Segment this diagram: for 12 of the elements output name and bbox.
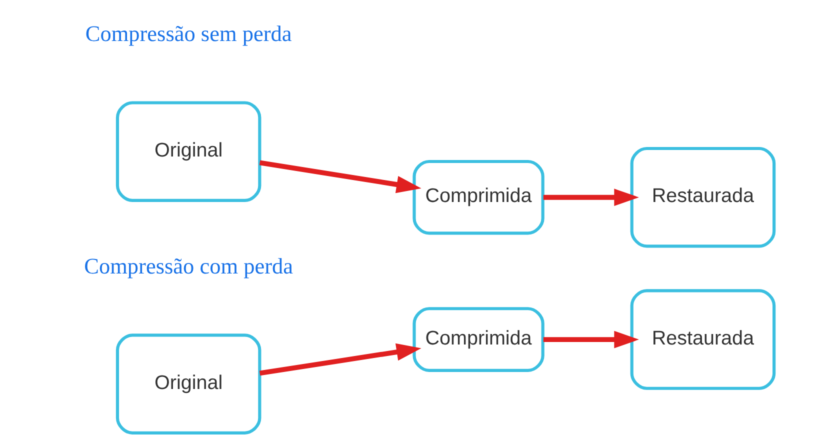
- node-box: Comprimida: [412, 160, 544, 235]
- arrow: [258, 343, 421, 376]
- node-box: Original: [115, 101, 261, 202]
- arrow: [542, 330, 638, 348]
- arrow: [542, 188, 638, 206]
- node-box: Restaurada: [630, 289, 776, 390]
- label: Compressão com perda: [84, 253, 292, 278]
- arrow: [258, 160, 421, 194]
- node-box: Comprimida: [412, 307, 544, 372]
- node-box: Restaurada: [630, 146, 776, 248]
- node-box: Original: [115, 334, 261, 434]
- label: Compressão sem perda: [84, 20, 292, 46]
